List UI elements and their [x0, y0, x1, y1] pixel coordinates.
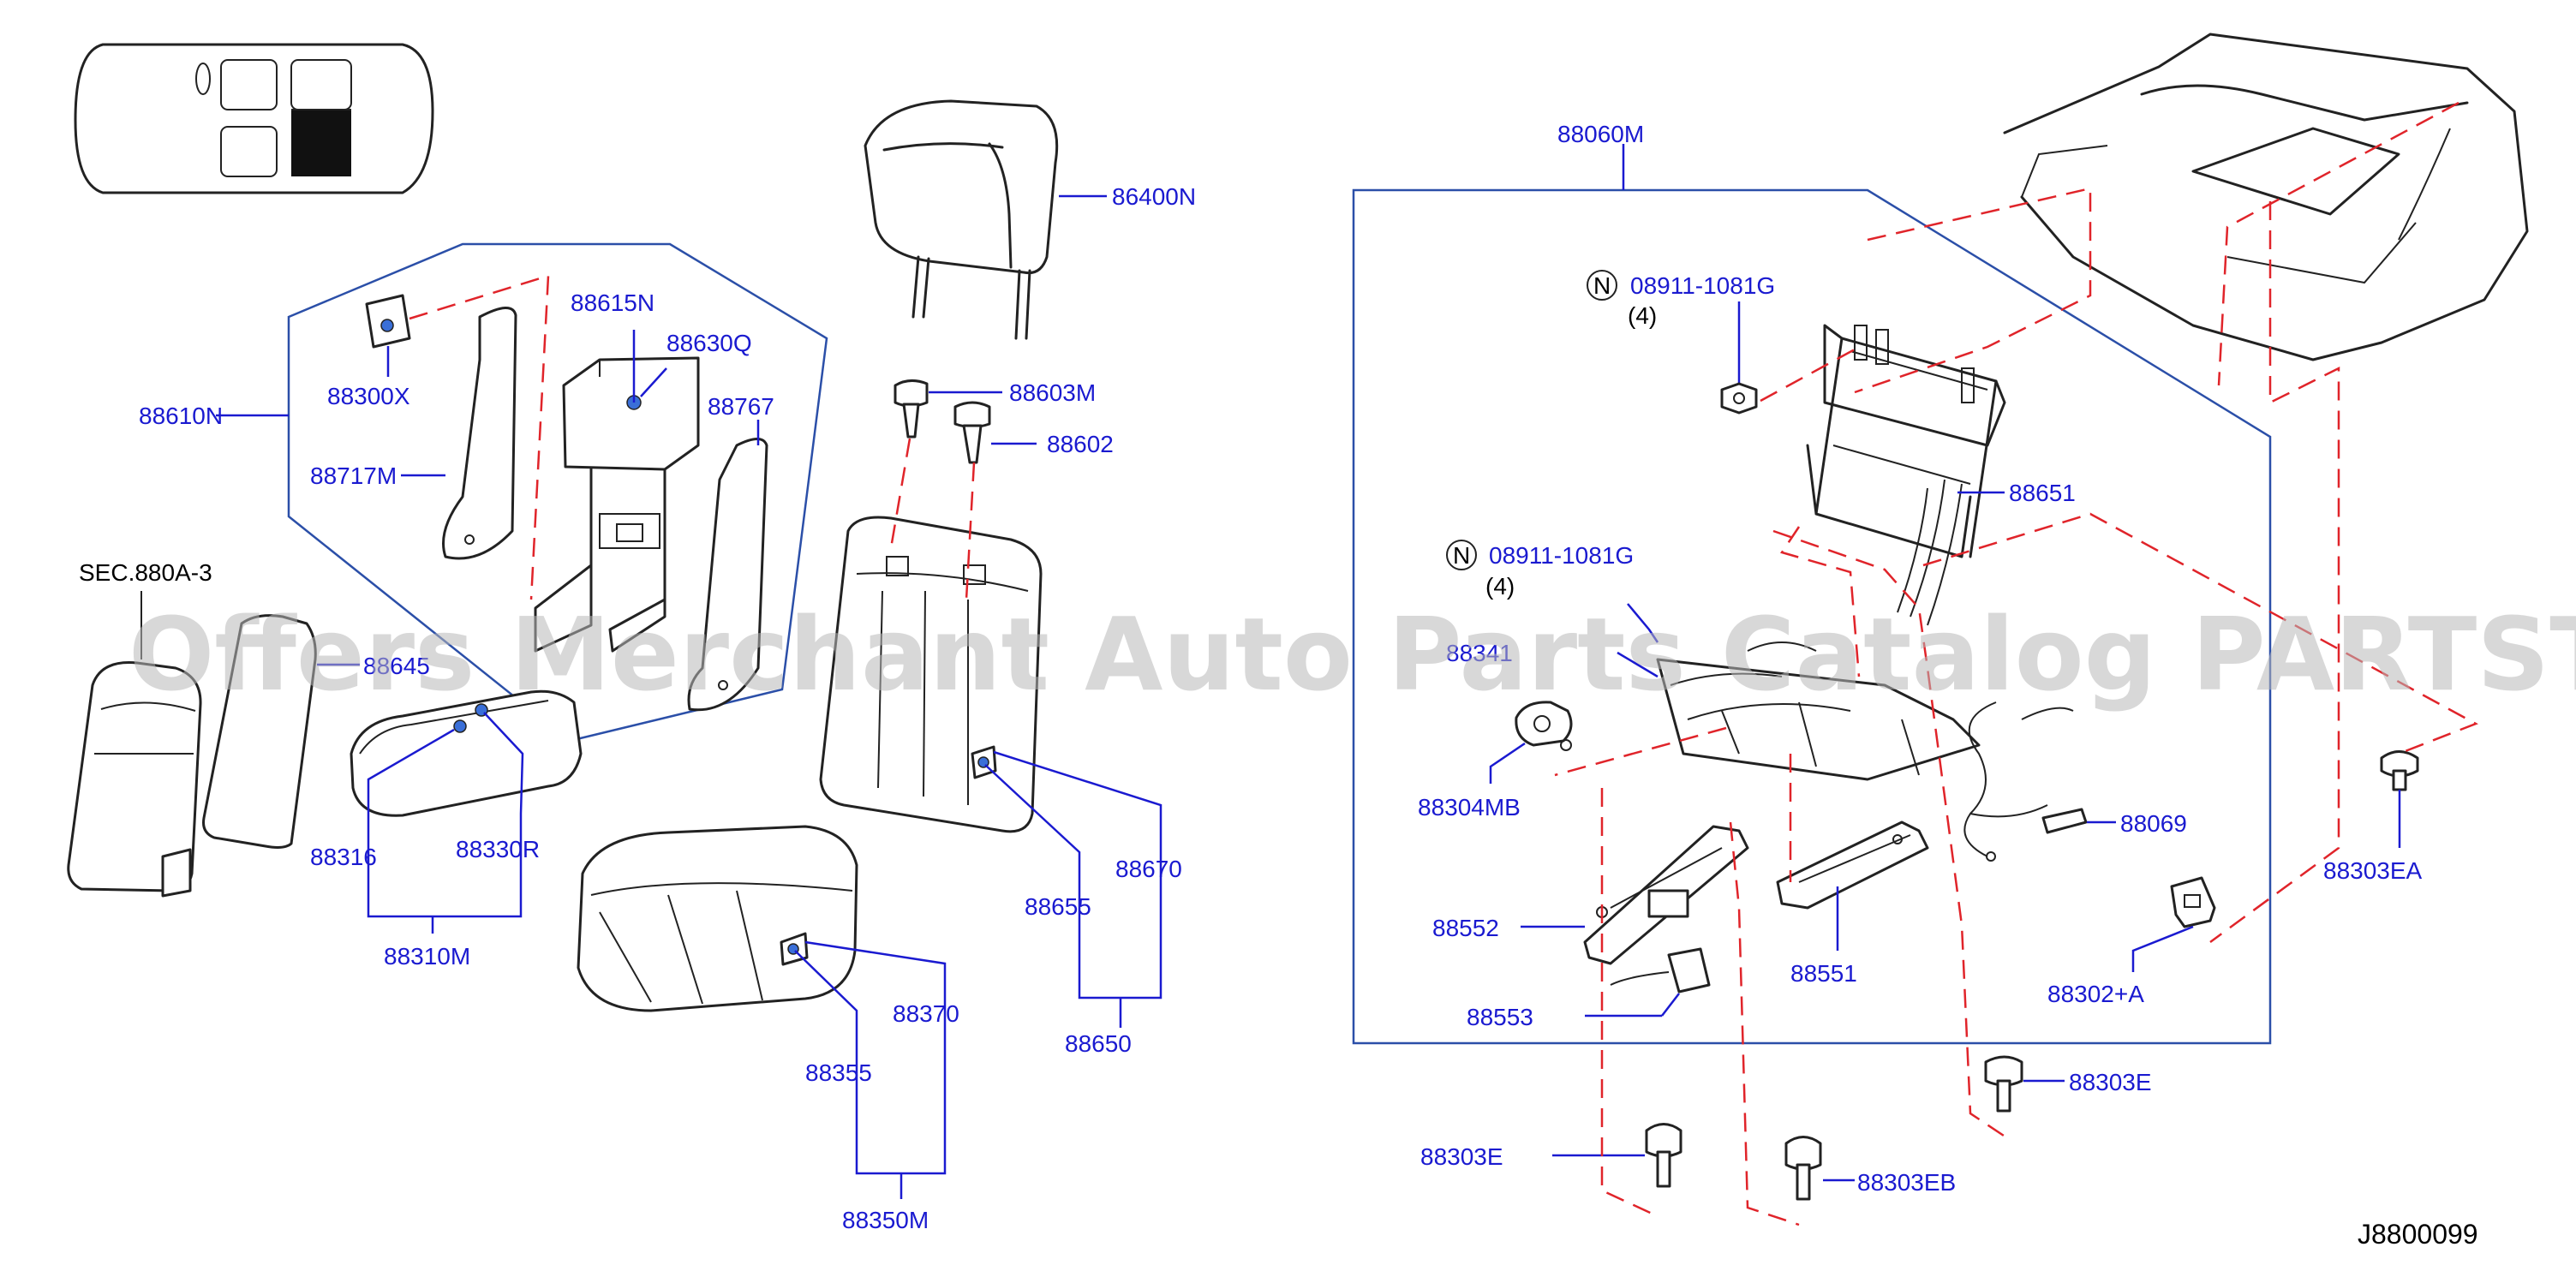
- cushion-88350M-icon: [577, 825, 858, 1012]
- part-label-88341[interactable]: 88341: [1446, 640, 1513, 666]
- part-label-88300X[interactable]: 88300X: [327, 383, 410, 409]
- bracket-88302A-icon: [2170, 876, 2216, 928]
- part-label-88303E-left[interactable]: 88303E: [1420, 1143, 1503, 1170]
- part-label-88552[interactable]: 88552: [1432, 915, 1499, 941]
- part-label-88655[interactable]: 88655: [1025, 893, 1091, 920]
- qty-note-lower: (4): [1485, 573, 1515, 600]
- bolt-88303E-left-icon: [1645, 1123, 1682, 1188]
- part-label-08911-1081G-lower[interactable]: 08911-1081G: [1489, 542, 1634, 569]
- rail-88552-icon: [1583, 825, 1749, 965]
- part-label-88355[interactable]: 88355: [805, 1059, 872, 1086]
- bracket-88304MB-icon: [1515, 701, 1573, 751]
- part-label-88610N[interactable]: 88610N: [139, 403, 223, 429]
- part-label-88304MB[interactable]: 88304MB: [1418, 794, 1521, 820]
- part-label-88316[interactable]: 88316: [310, 844, 377, 870]
- base-frame-88341-icon: [1656, 641, 1981, 781]
- harness-88069-icon: [1963, 701, 2088, 862]
- vehicle-locator-icon: [74, 43, 434, 194]
- part-label-88602[interactable]: 88602: [1047, 431, 1114, 457]
- part-label-88767[interactable]: 88767: [708, 393, 774, 420]
- part-label-88553[interactable]: 88553: [1467, 1004, 1533, 1030]
- part-label-88670[interactable]: 88670: [1115, 856, 1182, 882]
- part-label-88330R[interactable]: 88330R: [456, 836, 540, 862]
- rail-88551-icon: [1776, 820, 1929, 910]
- part-label-88645[interactable]: 88645: [363, 653, 430, 679]
- part-label-88370[interactable]: 88370: [893, 1000, 959, 1027]
- headrest-guide-88603M-icon: [894, 379, 929, 439]
- qty-note-upper: (4): [1628, 302, 1657, 329]
- nut-callout-lower: N: [1446, 540, 1477, 570]
- nut-callout-upper: N: [1587, 270, 1617, 301]
- cushion-88310M-icon: [350, 689, 583, 817]
- trim-88767-icon: [687, 438, 768, 712]
- part-label-88069[interactable]: 88069: [2120, 810, 2187, 837]
- seat-frame-88651-icon: [1806, 324, 2006, 626]
- part-label-88310M[interactable]: 88310M: [384, 943, 470, 970]
- part-label-88302A[interactable]: 88302+A: [2047, 981, 2144, 1007]
- watermark-text: Offers Merchant Auto Parts Catalog PARTS…: [129, 595, 2576, 713]
- part-label-88603M[interactable]: 88603M: [1009, 379, 1096, 406]
- seatback-panel-88645-icon: [202, 614, 317, 849]
- section-reference: SEC.880A-3: [79, 559, 212, 586]
- motor-88553-icon: [1610, 947, 1711, 994]
- part-label-88551[interactable]: 88551: [1790, 960, 1857, 987]
- armrest-88615N-icon: [534, 356, 700, 653]
- part-label-88650[interactable]: 88650: [1065, 1030, 1132, 1057]
- part-label-88350M[interactable]: 88350M: [842, 1207, 929, 1233]
- seatback-side-icon: [67, 661, 202, 898]
- vehicle-floor-icon: [2003, 33, 2529, 361]
- part-label-88303EA[interactable]: 88303EA: [2323, 857, 2423, 884]
- seatback-88650-icon: [819, 516, 1043, 833]
- bolt-88303EB-icon: [1784, 1136, 1822, 1201]
- part-label-88717M[interactable]: 88717M: [310, 462, 397, 489]
- part-label-88303E-right[interactable]: 88303E: [2069, 1069, 2152, 1095]
- bolt-88303EA-icon: [2380, 750, 2419, 791]
- part-label-86400N[interactable]: 86400N: [1112, 183, 1196, 210]
- frame-assembly-boundary: [1352, 188, 2272, 1045]
- part-label-88651[interactable]: 88651: [2009, 480, 2076, 506]
- part-label-08911-1081G-upper[interactable]: 08911-1081G: [1630, 272, 1775, 299]
- diagram-id-code: J8800099: [2358, 1219, 2478, 1250]
- bolt-88303E-right-icon: [1984, 1055, 2023, 1113]
- part-label-88630Q[interactable]: 88630Q: [666, 330, 752, 356]
- part-label-88615N[interactable]: 88615N: [571, 289, 654, 316]
- headrest-icon: [864, 99, 1059, 340]
- armrest-assembly-boundary: [287, 242, 828, 743]
- nut-symbol: N: [1593, 272, 1611, 299]
- headrest-guide-88602-icon: [953, 401, 991, 464]
- part-label-88303EB[interactable]: 88303EB: [1857, 1169, 1956, 1196]
- nut-icon-upper: [1720, 382, 1758, 415]
- trim-88717M-icon: [442, 307, 517, 560]
- part-label-88060M[interactable]: 88060M: [1557, 121, 1644, 147]
- nut-symbol-2: N: [1453, 542, 1470, 569]
- clip-88300X-icon: [365, 294, 411, 349]
